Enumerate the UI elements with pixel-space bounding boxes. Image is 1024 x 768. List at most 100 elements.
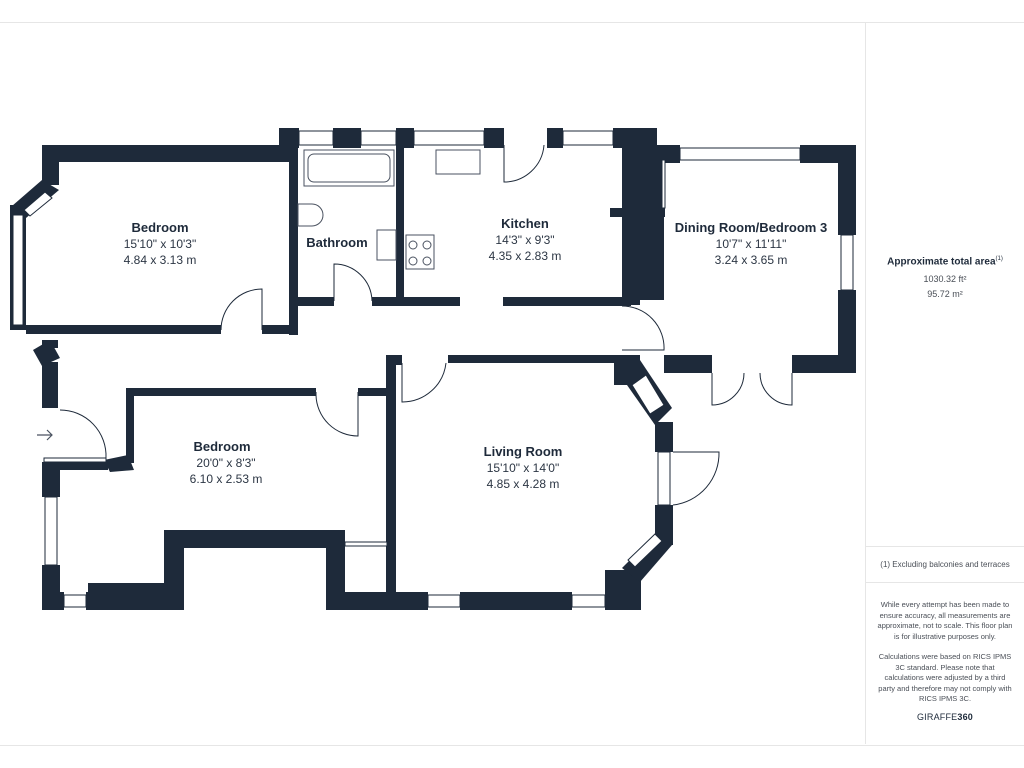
room-name: Bedroom [131,220,188,235]
total-area-title: Approximate total area(1) [866,256,1024,267]
room-dimensions-metric: 6.10 x 2.53 m [190,472,263,486]
wall [26,325,221,334]
wall [655,505,673,545]
window [298,130,334,146]
sidebar-divider [866,546,1024,547]
window [23,191,53,217]
room-dimensions-imperial: 14'3" x 9'3" [495,233,554,247]
room-dimensions-imperial: 15'10" x 14'0" [487,461,560,475]
wall [42,462,108,470]
total-area-m: 95.72 m² [927,289,963,299]
room-dimensions-imperial: 15'10" x 10'3" [124,237,197,251]
kitchen-sink [435,149,481,175]
total-area-title-text: Approximate total area [887,256,996,268]
wall [372,297,460,306]
wall [42,145,294,162]
bathtub [303,149,395,187]
brand-logo: GIRAFFE360 [866,712,1024,722]
doors [59,144,793,506]
door [315,392,359,437]
wall [262,325,298,334]
room-dimensions-metric: 4.35 x 2.83 m [489,249,562,263]
footnote: (1) Excluding balconies and terraces [880,560,1010,569]
hob-ring [422,256,432,266]
wall [88,583,184,595]
wall [640,145,664,300]
wall [326,530,345,610]
door [220,288,263,331]
door [59,409,107,459]
wall [396,128,414,148]
wall [792,355,856,373]
door [333,263,373,302]
wall [386,355,396,610]
total-area-title-note: (1) [995,256,1003,262]
room-name: Bedroom [193,439,250,454]
wall [838,145,856,235]
wall [104,455,134,472]
window [657,451,671,506]
window [661,159,666,209]
walls [10,128,856,610]
door [503,144,545,183]
wall [358,388,390,396]
arrow-right-icon [37,429,53,441]
wall [33,340,60,366]
door [672,451,720,506]
window [360,130,397,146]
wall [333,128,361,148]
window [840,234,854,291]
room-name: Bathroom [306,235,367,250]
wall [448,355,614,363]
room-dimensions-imperial: 20'0" x 8'3" [196,456,255,470]
room-name: Kitchen [501,216,549,231]
door [711,372,745,406]
wall [279,128,299,148]
wall [298,297,334,306]
window [679,147,801,161]
wall [326,592,428,610]
hob-ring [408,240,418,250]
wall [503,297,631,306]
window [12,214,24,326]
hob-ring [422,240,432,250]
windows [12,130,854,608]
wall [86,592,184,610]
wall [664,355,712,373]
toilet [297,203,324,227]
wall [547,128,563,148]
hob-ring [408,256,418,266]
wall [614,355,640,385]
window [627,533,663,568]
wall [838,290,856,373]
wall [396,145,404,300]
wall [640,145,680,163]
window [562,130,614,146]
door [401,362,447,403]
hob [405,234,435,270]
door [759,372,793,406]
window [44,496,58,566]
bathtub-basin [307,153,391,183]
info-sidebar [865,22,1024,744]
wall [42,145,59,185]
wall [484,128,504,148]
total-area-ft: 1030.32 ft² [923,274,967,284]
disclaimer-paragraph: Calculations were based on RICS IPMS 3C … [878,652,1012,703]
fixtures [297,149,481,270]
window [427,594,461,608]
disclaimer: While every attempt has been made to ens… [866,600,1024,715]
room-dimensions-imperial: 10'7" x 11'11" [716,237,787,251]
wall [126,388,316,396]
wall [655,422,673,452]
brand-prefix: GIRAFFE [916,712,958,722]
wall [42,362,58,408]
wall [289,145,298,335]
room-dimensions-metric: 4.84 x 3.13 m [124,253,197,267]
brand-suffix: 360 [957,712,974,722]
door [621,305,665,351]
wall [42,462,60,497]
window [43,457,107,463]
wall [164,530,345,548]
